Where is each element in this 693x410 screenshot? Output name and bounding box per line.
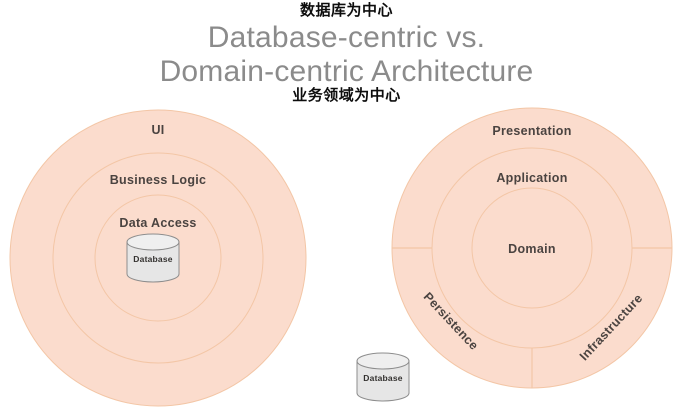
cylinder-top-icon: [126, 233, 180, 251]
domain-centric-diagram: Presentation Application Domain Persiste…: [391, 107, 673, 389]
ring-label-domain: Domain: [508, 242, 556, 256]
ring-domain[interactable]: [471, 187, 593, 309]
database-cylinder-left[interactable]: Database: [126, 233, 180, 283]
ring-label-application: Application: [496, 171, 567, 185]
cylinder-body-icon: [126, 241, 180, 283]
ring-label-business-logic: Business Logic: [110, 173, 207, 187]
database-centric-diagram: UI Business Logic Data Access Database: [9, 109, 307, 407]
cylinder-top-icon: [356, 352, 410, 370]
ring-label-presentation: Presentation: [492, 124, 571, 138]
database-label-standalone: Database: [363, 373, 402, 383]
database-cylinder-standalone[interactable]: Database: [356, 352, 410, 402]
cylinder-body-icon: [356, 360, 410, 402]
ring-label-ui: UI: [151, 123, 164, 137]
ring-label-data-access: Data Access: [119, 216, 196, 230]
database-label-left: Database: [133, 254, 172, 264]
